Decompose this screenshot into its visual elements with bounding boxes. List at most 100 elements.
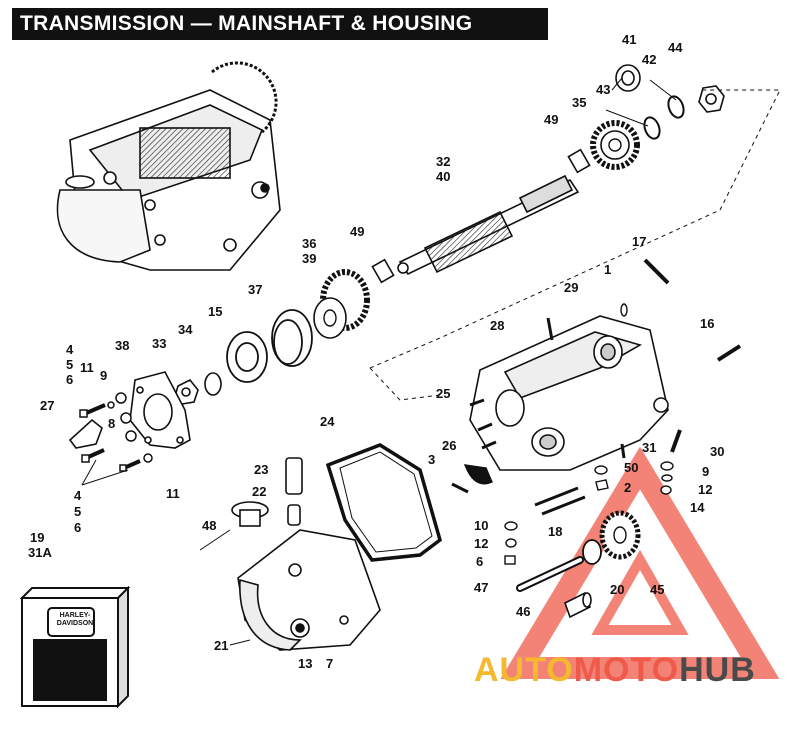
callout-23: 23	[254, 462, 269, 477]
bracket-27	[68, 418, 103, 449]
callout-46: 46	[516, 604, 531, 619]
callout-4-lower: 4	[74, 488, 82, 503]
callout-28: 28	[490, 318, 505, 333]
callout-2: 2	[624, 480, 632, 495]
callout-49-lower: 49	[350, 224, 365, 239]
side-cover-21	[237, 529, 381, 651]
callout-36: 36	[302, 236, 317, 251]
ring-42	[667, 95, 685, 119]
watermark-triangle	[500, 446, 780, 679]
stud-17	[643, 258, 670, 285]
callout-49-upper: 49	[544, 112, 559, 127]
callout-38: 38	[115, 338, 130, 353]
stud-16	[716, 344, 742, 362]
callout-1: 1	[604, 262, 612, 277]
assembly-guide-line	[369, 89, 781, 369]
callout-24: 24	[320, 414, 335, 429]
assembly-guide-line-2	[369, 367, 441, 401]
box-brand-label: HARLEY-DAVIDSON	[56, 612, 94, 627]
gear-36-39	[313, 269, 370, 339]
dowel-1	[620, 303, 628, 317]
studs-18	[534, 486, 586, 516]
small-parts-right	[594, 461, 674, 495]
callout-31a: 31A	[28, 545, 52, 560]
callout-5-lower: 5	[74, 504, 82, 519]
watermark-text: AUTOMOTOHUB	[474, 650, 756, 690]
callout-29: 29	[564, 280, 579, 295]
callout-18: 18	[548, 524, 563, 539]
callout-6-upper: 6	[66, 372, 74, 387]
watermark-hub: HUB	[679, 651, 756, 689]
callout-44: 44	[668, 40, 683, 55]
callout-16: 16	[700, 316, 715, 331]
gasket-24	[325, 443, 443, 562]
callout-33: 33	[152, 336, 167, 351]
small-parts-lower	[504, 521, 518, 565]
callout-35: 35	[572, 95, 587, 110]
bolt-30	[670, 429, 682, 453]
callout-42: 42	[642, 52, 657, 67]
callout-14: 14	[690, 500, 705, 515]
callout-7: 7	[326, 656, 334, 671]
callout-6-lower: 6	[74, 520, 82, 535]
spring-22	[287, 504, 301, 526]
screw-3	[451, 482, 469, 494]
assembled-transmission	[56, 61, 281, 271]
callout-25: 25	[436, 386, 451, 401]
housing-28	[469, 315, 669, 471]
bearing-41	[615, 64, 641, 92]
callout-10: 10	[474, 518, 489, 533]
callout-48: 48	[202, 518, 217, 533]
gasket-kit-box	[19, 585, 131, 709]
page-title: TRANSMISSION — MAINSHAFT & HOUSING	[12, 8, 548, 40]
callout-43: 43	[596, 82, 611, 97]
pin-31	[620, 443, 626, 459]
callout-13: 13	[298, 656, 313, 671]
callout-6-mid: 6	[476, 554, 484, 569]
callout-8: 8	[108, 416, 116, 431]
needle-bearing-49-upper	[567, 148, 591, 174]
plunger-23	[285, 457, 303, 495]
needle-bearing-49-lower	[371, 258, 395, 284]
callout-12-right: 12	[698, 482, 713, 497]
gasket-24-inner	[339, 451, 433, 553]
gear-45	[599, 510, 641, 560]
bearing-15	[226, 331, 268, 383]
leader-lines	[81, 77, 677, 646]
watermark-auto: AUTO	[474, 651, 574, 689]
watermark-moto: MOTO	[573, 651, 680, 689]
callout-9-upper: 9	[100, 368, 108, 383]
washer-20	[582, 539, 602, 565]
race-37	[271, 309, 313, 367]
callout-3: 3	[428, 452, 436, 467]
callout-40: 40	[436, 169, 451, 184]
bolts-left	[79, 401, 153, 472]
callout-20: 20	[610, 582, 625, 597]
callout-47: 47	[474, 580, 489, 595]
callout-15: 15	[208, 304, 223, 319]
pin-29	[546, 317, 554, 341]
shaft-47-inner	[518, 558, 582, 590]
callout-22: 22	[252, 484, 267, 499]
ring-43	[643, 116, 661, 140]
bushing-46	[564, 591, 592, 619]
callout-26: 26	[442, 438, 457, 453]
washers-8-9	[115, 392, 137, 442]
mainshaft	[397, 174, 580, 276]
callout-21: 21	[214, 638, 229, 653]
callout-5-upper: 5	[66, 357, 74, 372]
callout-11-upper: 11	[80, 360, 94, 375]
callout-11-lower: 11	[166, 486, 180, 501]
plug-48	[231, 501, 269, 527]
seal-34	[204, 372, 222, 396]
callout-4-upper: 4	[66, 342, 74, 357]
callout-34: 34	[178, 322, 193, 337]
gear-35	[590, 120, 640, 170]
callout-41: 41	[622, 32, 637, 47]
retainer-plate-38	[129, 371, 191, 449]
callout-30: 30	[710, 444, 725, 459]
callout-45: 45	[650, 582, 665, 597]
callout-9-right: 9	[702, 464, 710, 479]
callout-17: 17	[632, 234, 647, 249]
